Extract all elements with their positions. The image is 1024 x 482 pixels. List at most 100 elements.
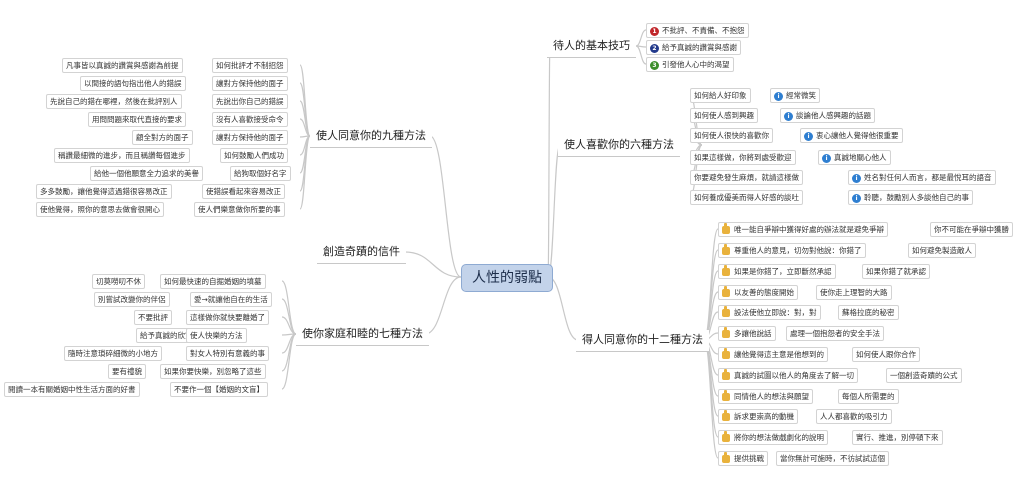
like-answer-label-3: 衷心讓他人覺得他很重要 — [816, 131, 899, 140]
family-note-1[interactable]: 如何最快速的自掘婚姻的墳墓 — [160, 274, 266, 289]
family-method-3[interactable]: 不要批評 — [134, 310, 172, 325]
agree-method-11[interactable]: 將你的想法做戲劇化的說明 — [718, 430, 828, 445]
nine-note-4[interactable]: 沒有人喜歡接受命令 — [212, 112, 288, 127]
like-question-1[interactable]: 如何給人好印象 — [690, 88, 751, 103]
family-note-2[interactable]: 愛→就讓他自在的生活 — [190, 292, 272, 307]
agree-note-3[interactable]: 如果你錯了就承認 — [862, 264, 930, 279]
family-note-4[interactable]: 使人快樂的方法 — [186, 328, 247, 343]
agree-method-label-8: 真誠的試圖以他人的角度去了解一切 — [734, 371, 854, 380]
nine-method-3[interactable]: 先說自己的錯在哪裡，然後在批評別人 — [46, 94, 182, 109]
connector-basic-0 — [635, 29, 647, 47]
family-method-6[interactable]: 要有禮貌 — [108, 364, 146, 379]
priority-1-icon: 1 — [650, 26, 659, 36]
agree-method-4[interactable]: 以友善的態度開始 — [718, 285, 798, 300]
info-icon: i — [774, 91, 783, 101]
agree-method-8[interactable]: 真誠的試圖以他人的角度去了解一切 — [718, 368, 858, 383]
nine-note-9[interactable]: 使人們樂意做你所要的事 — [194, 202, 285, 217]
nine-note-1[interactable]: 如何批評才不制招怨 — [212, 58, 288, 73]
agree-method-6[interactable]: 多讓他說話 — [718, 326, 776, 341]
nine-method-1[interactable]: 凡事皆以真誠的讚賞與感謝為前提 — [62, 58, 183, 73]
basic-item-1-label: 不批評、不責備、不抱怨 — [662, 26, 745, 35]
agree-note-5[interactable]: 蘇格拉底的秘密 — [838, 305, 899, 320]
agree-method-2[interactable]: 尊重他人的意見，切勿對他說：你錯了 — [718, 243, 866, 258]
agree-note-7[interactable]: 如何使人跟你合作 — [852, 347, 920, 362]
family-method-7[interactable]: 閱讀一本有關婚姻中性生活方面的好書 — [4, 382, 140, 397]
agree-note-12[interactable]: 當你無計可施時，不彷試試這個 — [776, 451, 889, 466]
nine-note-5[interactable]: 讓對方保持他的面子 — [212, 130, 288, 145]
connector-nine-0 — [299, 64, 311, 137]
family-method-1[interactable]: 切莫嘮叨不休 — [92, 274, 145, 289]
nine-note-6[interactable]: 如何鼓勵人們成功 — [220, 148, 288, 163]
nine-method-9[interactable]: 使他覺得，照你的意思去做會很開心 — [36, 202, 164, 217]
agree-method-3[interactable]: 如果是你錯了，立即斷然承認 — [718, 264, 836, 279]
connector-family — [424, 276, 462, 335]
family-note-6[interactable]: 如果你要快樂，別忽略了這些 — [160, 364, 266, 379]
agree-method-7[interactable]: 讓他覺得這主意是他想到的 — [718, 347, 828, 362]
like-question-6[interactable]: 如何養成優美而得人好感的談吐 — [690, 190, 803, 205]
priority-3-icon: 3 — [650, 60, 659, 70]
topic-six-ways-liked[interactable]: 使人喜歡你的六種方法 — [558, 135, 680, 157]
family-note-5[interactable]: 對女人特別有意義的事 — [186, 346, 269, 361]
thumbs-up-icon — [722, 223, 730, 234]
nine-note-7[interactable]: 給狗取個好名字 — [230, 166, 291, 181]
agree-note-8[interactable]: 一個創造奇蹟的公式 — [886, 368, 962, 383]
nine-method-7[interactable]: 給他一個他願意全力追求的美譽 — [90, 166, 203, 181]
connector-like — [547, 144, 561, 278]
agree-note-4[interactable]: 使你走上理智的大路 — [816, 285, 892, 300]
agree-method-9[interactable]: 同情他人的想法與願望 — [718, 389, 813, 404]
agree-note-11[interactable]: 實行、推進，別停頓下來 — [852, 430, 943, 445]
agree-note-9[interactable]: 每個人所需要的 — [838, 389, 899, 404]
nine-method-2[interactable]: 以間接的語句指出他人的錯誤 — [80, 76, 186, 91]
agree-method-label-12: 提供挑戰 — [734, 454, 764, 463]
family-note-7[interactable]: 不要作一個【婚姻的文盲】 — [170, 382, 268, 397]
root-topic[interactable]: 人性的弱點 — [461, 264, 553, 292]
family-note-3[interactable]: 這樣做你就快要離婚了 — [186, 310, 269, 325]
like-question-2[interactable]: 如何使人感到興趣 — [690, 108, 758, 123]
like-question-3[interactable]: 如何使人很快的喜歡你 — [690, 128, 773, 143]
topic-miracle-letters[interactable]: 創造奇蹟的信件 — [317, 242, 406, 264]
thumbs-up-icon — [722, 410, 730, 421]
agree-method-label-6: 多讓他說話 — [734, 329, 772, 338]
nine-note-2[interactable]: 讓對方保持他的面子 — [212, 76, 288, 91]
topic-twelve-ways-agree[interactable]: 得人同意你的十二種方法 — [576, 330, 709, 352]
priority-2-icon: 2 — [650, 43, 659, 53]
like-question-4[interactable]: 如果這樣做，你將到處受歡迎 — [690, 150, 796, 165]
agree-note-6[interactable]: 處理一個抱怨者的安全手法 — [786, 326, 884, 341]
nine-method-8[interactable]: 多多鼓勵，讓他覺得這過錯很容易改正 — [36, 184, 172, 199]
like-answer-label-4: 真誠地關心他人 — [834, 153, 887, 162]
agree-note-1[interactable]: 你不可能在爭辯中獲勝 — [930, 222, 1013, 237]
agree-method-label-3: 如果是你錯了，立即斷然承認 — [734, 267, 832, 276]
thumbs-up-icon — [722, 244, 730, 255]
family-method-2[interactable]: 別嘗試改變你的伴侶 — [94, 292, 170, 307]
agree-method-10[interactable]: 訴求更崇高的動機 — [718, 409, 798, 424]
topic-basic-techniques[interactable]: 待人的基本技巧 — [547, 36, 636, 58]
nine-method-5[interactable]: 顧全對方的面子 — [132, 130, 193, 145]
nine-note-8[interactable]: 使錯誤看起來容易改正 — [202, 184, 285, 199]
info-icon: i — [822, 153, 831, 163]
connector-nine-8 — [299, 135, 311, 210]
topic-family-harmony[interactable]: 使你家庭和睦的七種方法 — [296, 324, 429, 346]
family-method-5[interactable]: 隨時注意瑣碎細微的小地方 — [64, 346, 162, 361]
like-question-5[interactable]: 你要避免發生麻煩，就請這樣做 — [690, 170, 803, 185]
agree-note-10[interactable]: 人人都喜歡的吸引力 — [816, 409, 892, 424]
nine-method-4[interactable]: 用問問題來取代直接的要求 — [88, 112, 186, 127]
agree-method-1[interactable]: 唯一能自爭辯中獲得好處的辦法就是避免爭辯 — [718, 222, 888, 237]
thumbs-up-icon — [722, 369, 730, 380]
nine-method-6[interactable]: 稱讚最細微的進步，而且稱讚每個進步 — [54, 148, 190, 163]
agree-method-5[interactable]: 設法使他立即說：對，對 — [718, 305, 821, 320]
agree-note-2[interactable]: 如何避免製造敵人 — [908, 243, 976, 258]
agree-method-12[interactable]: 提供挑戰 — [718, 451, 768, 466]
topic-nine-ways[interactable]: 使人同意你的九種方法 — [310, 126, 432, 148]
agree-method-label-10: 訴求更崇高的動機 — [734, 412, 794, 421]
nine-note-3[interactable]: 先說出你自己的錯誤 — [212, 94, 288, 109]
